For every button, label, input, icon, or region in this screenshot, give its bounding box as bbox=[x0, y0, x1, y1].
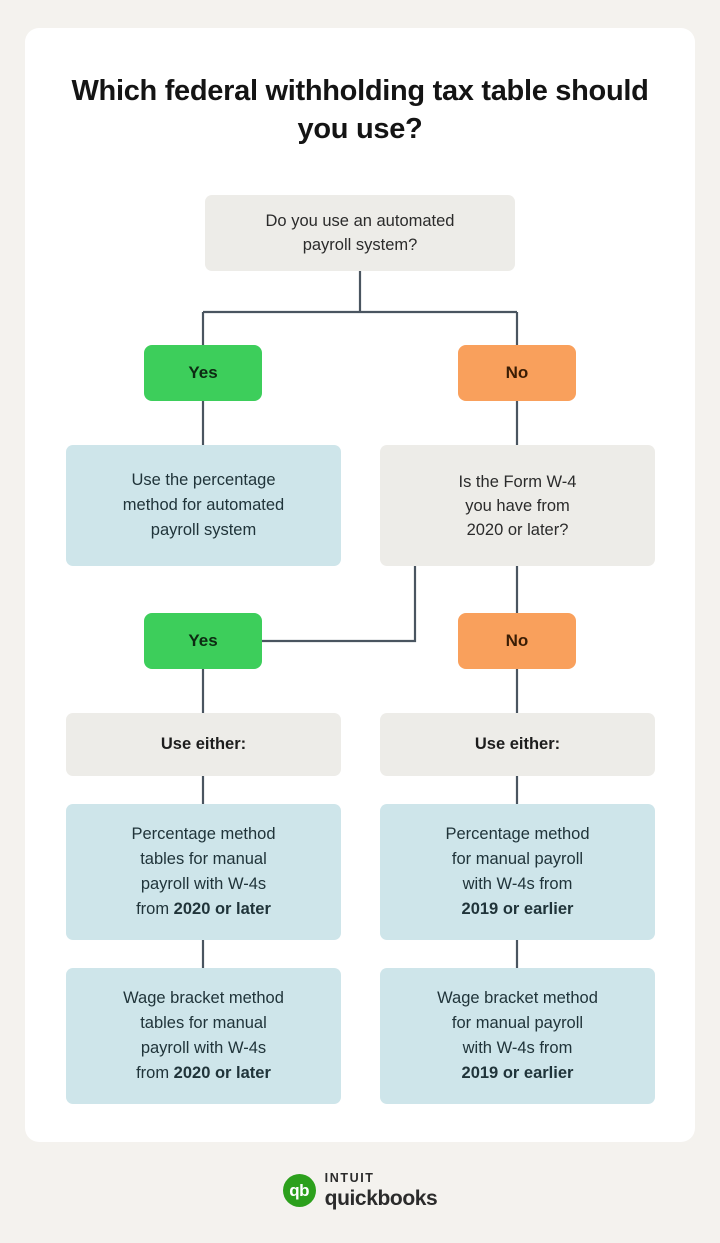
result-wage-bracket-tables-2020-line2: tables for manual bbox=[140, 1014, 267, 1032]
result-percentage-2019-line2: for manual payroll bbox=[451, 850, 584, 868]
brand-wordmark: INTUIT quickbooks bbox=[325, 1172, 438, 1209]
answer-yes-w4-2020-label: Yes bbox=[188, 631, 218, 650]
flowchart: Do you use an automated payroll system? … bbox=[25, 28, 695, 1142]
result-percentage-2019: Percentage method for manual payroll wit… bbox=[380, 804, 655, 940]
result-percentage-tables-2020-line3: payroll with W-4s bbox=[140, 875, 267, 893]
result-wage-bracket-2019-line4: 2019 or earlier bbox=[437, 1061, 598, 1086]
question-form-w4-year-line1: Is the Form W-4 bbox=[458, 472, 577, 491]
result-wage-bracket-2019-line2: for manual payroll bbox=[451, 1014, 584, 1032]
result-wage-bracket-tables-2020-line4: from 2020 or later bbox=[123, 1061, 284, 1086]
answer-no-automated-label: No bbox=[505, 363, 529, 382]
result-wage-bracket-tables-2020-line1: Wage bracket method bbox=[123, 989, 284, 1007]
result-percentage-tables-2020-line4-bold: 2020 or later bbox=[173, 900, 271, 918]
result-percentage-tables-2020: Percentage method tables for manual payr… bbox=[66, 804, 341, 940]
result-wage-bracket-2019: Wage bracket method for manual payroll w… bbox=[380, 968, 655, 1104]
result-percentage-tables-2020-line4: from 2020 or later bbox=[131, 897, 275, 922]
result-percentage-automated: Use the percentage method for automated … bbox=[66, 445, 341, 566]
answer-no-w4-2020-label: No bbox=[505, 631, 529, 650]
answer-yes-automated[interactable]: Yes bbox=[144, 345, 262, 401]
result-wage-bracket-tables-2020-line4-plain: from bbox=[136, 1064, 174, 1082]
result-percentage-tables-2020-line2: tables for manual bbox=[140, 850, 267, 868]
question-form-w4-year-line2: you have from bbox=[465, 496, 570, 515]
result-percentage-2019-line3: with W-4s from bbox=[462, 875, 573, 893]
result-percentage-automated-line2: method for automated bbox=[122, 496, 285, 514]
use-either-left-label: Use either: bbox=[160, 735, 247, 753]
result-wage-bracket-2019-line3: with W-4s from bbox=[462, 1039, 573, 1057]
use-either-right-label: Use either: bbox=[474, 735, 561, 753]
question-form-w4-year-line3: 2020 or later? bbox=[466, 520, 569, 539]
page-title: Which federal withholding tax table shou… bbox=[71, 75, 649, 145]
infographic-card: Which federal withholding tax table shou… bbox=[25, 28, 695, 1142]
result-wage-bracket-2019-line1: Wage bracket method bbox=[437, 989, 598, 1007]
result-percentage-tables-2020-line4-plain: from bbox=[136, 900, 174, 918]
result-wage-bracket-tables-2020-line3: payroll with W-4s bbox=[140, 1039, 267, 1057]
result-percentage-automated-line3: payroll system bbox=[150, 521, 257, 539]
quickbooks-logo-icon: qb bbox=[282, 1173, 316, 1207]
footer-logo: qb INTUIT quickbooks bbox=[0, 1172, 720, 1209]
answer-yes-w4-2020[interactable]: Yes bbox=[144, 613, 262, 669]
question-automated-payroll-line1: Do you use an automated bbox=[265, 212, 455, 230]
use-either-right: Use either: bbox=[380, 713, 655, 776]
answer-yes-automated-label: Yes bbox=[188, 363, 218, 382]
question-automated-payroll-line2: payroll system? bbox=[302, 236, 418, 254]
result-percentage-2019-line4-bold: 2019 or earlier bbox=[461, 900, 574, 918]
answer-no-automated[interactable]: No bbox=[458, 345, 576, 401]
result-percentage-2019-line4: 2019 or earlier bbox=[445, 897, 589, 922]
result-percentage-2019-line1: Percentage method bbox=[445, 825, 590, 843]
answer-no-w4-2020[interactable]: No bbox=[458, 613, 576, 669]
result-wage-bracket-2019-line4-bold: 2019 or earlier bbox=[461, 1064, 574, 1082]
result-percentage-automated-line1: Use the percentage bbox=[131, 471, 276, 489]
quickbooks-logo-mark-text: qb bbox=[289, 1180, 310, 1200]
result-percentage-tables-2020-line1: Percentage method bbox=[131, 825, 276, 843]
question-automated-payroll: Do you use an automated payroll system? bbox=[205, 195, 515, 271]
brand-quickbooks-label: quickbooks bbox=[324, 1186, 438, 1210]
result-wage-bracket-tables-2020-line4-bold: 2020 or later bbox=[173, 1064, 271, 1082]
result-wage-bracket-tables-2020: Wage bracket method tables for manual pa… bbox=[66, 968, 341, 1104]
brand-intuit-label: INTUIT bbox=[324, 1171, 375, 1185]
question-form-w4-year: Is the Form W-4 you have from 2020 or la… bbox=[380, 445, 655, 566]
use-either-left: Use either: bbox=[66, 713, 341, 776]
